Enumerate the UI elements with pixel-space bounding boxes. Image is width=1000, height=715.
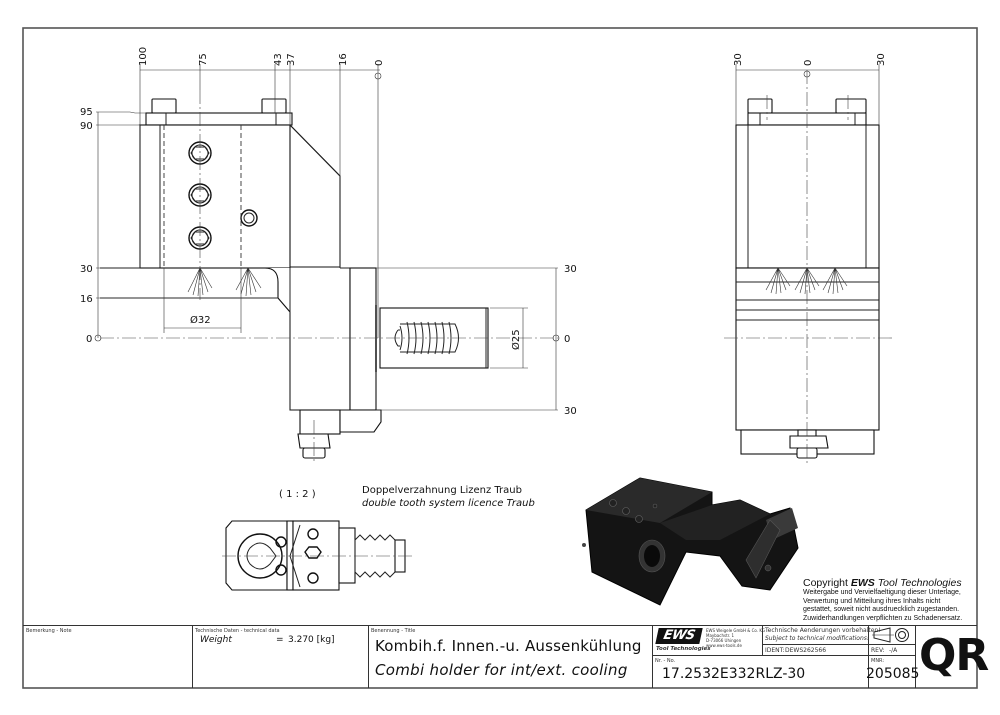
bottom-block <box>299 409 341 435</box>
side-dim-0: 0 <box>803 60 814 66</box>
mnr-value: 205085 <box>866 666 920 682</box>
dim-left-90: 90 <box>80 121 93 132</box>
dim-right-0: 0 <box>564 334 570 345</box>
tech-data-label: Technische Daten - technical data <box>195 628 280 634</box>
ews-logo: EWS <box>655 628 703 644</box>
side-view: 30 0 30 <box>724 53 892 466</box>
number-label: Nr. - No. <box>655 658 676 664</box>
copyright-line: Weitergabe und Vervielfaeltigung dieser … <box>803 589 961 596</box>
side-dim-30-left: 30 <box>733 53 744 66</box>
changes-german: Technische Aenderungen vorbehalten! <box>765 627 881 634</box>
dim-top-100: 100 <box>138 47 149 66</box>
lower-block <box>100 267 351 411</box>
iso-view-3d <box>582 477 799 606</box>
weight-value: 3.270 [kg] <box>288 635 335 645</box>
scale-label: ( 1 : 2 ) <box>279 489 316 500</box>
qr-mark: QR <box>919 630 989 681</box>
top-bolt-right <box>261 98 287 114</box>
dim-top-43: 43 <box>273 53 284 66</box>
title-english: Combi holder for int/ext. cooling <box>375 661 628 679</box>
part-number: 17.2532E332RLZ-30 <box>662 666 806 682</box>
top-bolt-left <box>151 98 177 114</box>
dim-right-30-bottom: 30 <box>564 406 577 417</box>
copyright-line: Zuwiderhandlungen verpflichten zu Schade… <box>803 614 963 622</box>
copyright-line: Verwertung und Mitteilung ihres Inhalts … <box>803 597 941 605</box>
dim-right-30-top: 30 <box>564 264 577 275</box>
note-german: Doppelverzahnung Lizenz Traub <box>362 485 522 496</box>
note-label: Bemerkung - Note <box>26 628 72 634</box>
changes-english: Subject to technical modifications! <box>765 635 870 642</box>
note-english: double tooth system licence Traub <box>362 498 535 509</box>
dim-top-0: 0 <box>374 60 385 66</box>
title-label: Benennung - Title <box>371 628 416 634</box>
dim-left-95: 95 <box>80 107 93 118</box>
coolant-spray <box>187 267 262 297</box>
projection-symbol-icon <box>872 627 909 643</box>
ident-value: DEWS262566 <box>785 647 827 654</box>
rev-label: REV: <box>871 647 885 654</box>
top-view <box>222 520 412 591</box>
dim-top-37: 37 <box>286 53 297 66</box>
title-german: Kombih.f. Innen.-u. Aussenkühlung <box>375 637 642 655</box>
nut <box>297 433 331 449</box>
weight-label: Weight <box>200 635 232 645</box>
dim-top-16: 16 <box>338 53 349 66</box>
main-block <box>139 124 291 269</box>
rev-value: -/A <box>889 647 898 654</box>
flange <box>349 267 377 411</box>
company-address: EWS Weigele GmbH & Co. KG Maybachstr. 1 … <box>706 628 766 648</box>
dim-shank-25: Ø25 <box>510 329 522 350</box>
copyright-heading: Copyright EWS Tool Technologies <box>803 577 962 589</box>
side-dim-30-right: 30 <box>876 53 887 66</box>
copyright-notice: Copyright EWS Tool Technologies Weiterga… <box>803 577 978 623</box>
logo-subtitle: Tool Technologies <box>656 646 711 652</box>
top-clamp-plate <box>145 112 293 126</box>
ident-label: IDENT: <box>765 647 785 654</box>
dim-top-75: 75 <box>198 53 209 66</box>
weight-eq: = <box>276 635 284 645</box>
front-view: 100 75 43 37 16 0 95 90 30 16 0 Ø32 Ø25 … <box>80 47 577 464</box>
dim-bore-32: Ø32 <box>190 314 211 326</box>
copyright-line: gestattet, soweit nicht ausdruecklich zu… <box>803 606 960 613</box>
dim-left-0: 0 <box>86 334 92 345</box>
dim-left-30: 30 <box>80 264 93 275</box>
drawing-frame <box>22 27 978 689</box>
dim-left-16: 16 <box>80 294 93 305</box>
mnr-label: MNR: <box>871 658 885 664</box>
